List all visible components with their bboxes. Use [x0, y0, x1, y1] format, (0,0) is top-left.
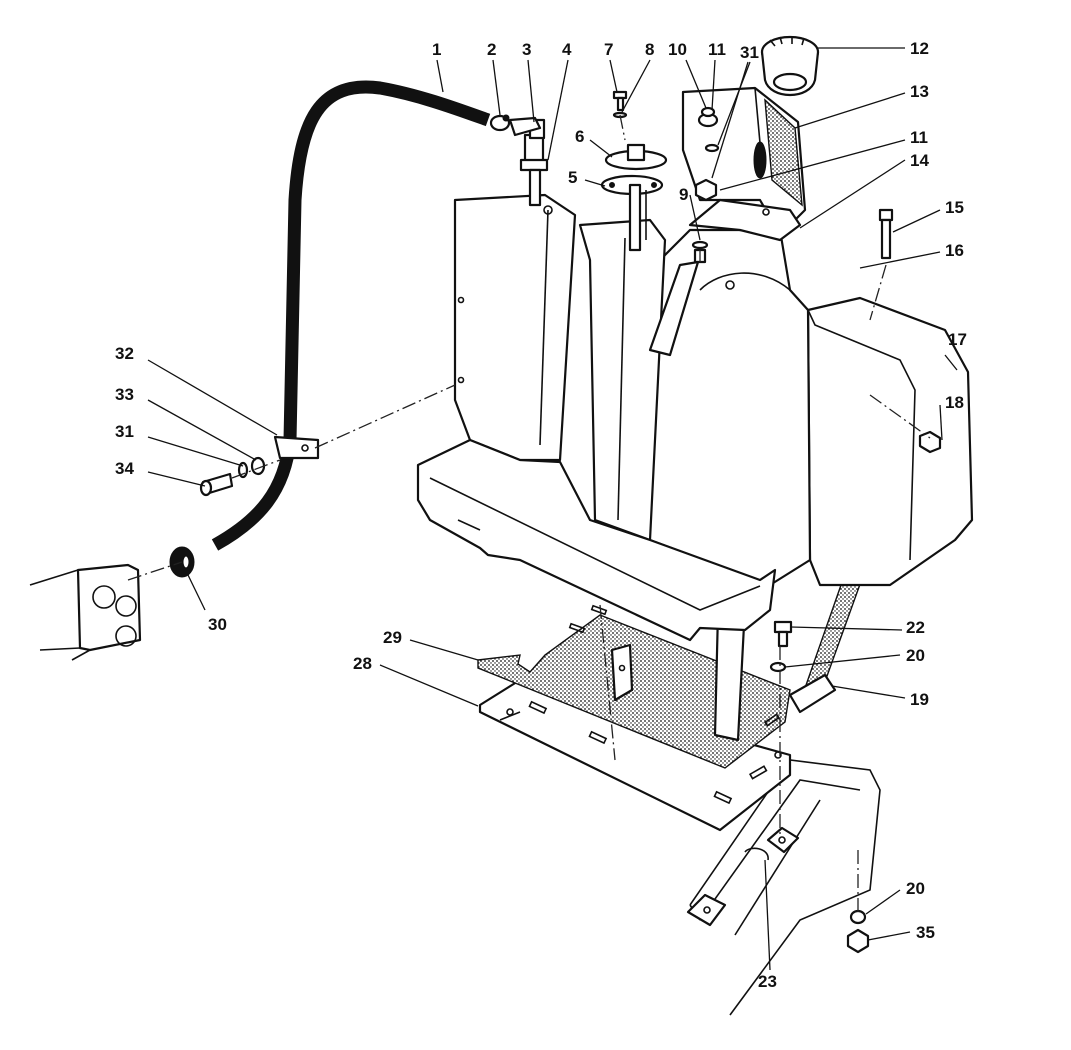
callout-15: 15: [945, 198, 964, 217]
fuel-tank: [416, 193, 974, 642]
fuel-pickup-fitting: [519, 118, 549, 207]
callout-18: 18: [945, 393, 964, 412]
callout-9: 9: [679, 185, 688, 204]
callout-2: 2: [487, 40, 496, 59]
gas-cap: [760, 35, 820, 97]
callout-20-upper: 20: [906, 646, 925, 665]
callout-33: 33: [115, 385, 134, 404]
callout-20-lower: 20: [906, 879, 925, 898]
callout-16: 16: [945, 241, 964, 260]
bulkhead-panel: [29, 561, 183, 661]
callout-4: 4: [562, 40, 572, 59]
hose-clip: [273, 435, 320, 460]
callout-12: 12: [910, 39, 929, 58]
callout-28: 28: [353, 654, 372, 673]
hose-clamp: [489, 114, 511, 132]
gasket-pad: [477, 604, 791, 769]
callout-34: 34: [115, 459, 134, 478]
callout-14: 14: [910, 151, 929, 170]
callout-22: 22: [906, 618, 925, 637]
callout-11-right: 11: [910, 128, 928, 147]
filler-neck-bracket: [681, 86, 807, 242]
leader-lines: [147, 47, 958, 971]
callout-29: 29: [383, 628, 402, 647]
callout-31-top: 31: [740, 43, 759, 62]
callout-5: 5: [568, 168, 577, 187]
strap-clip: [610, 643, 634, 702]
elbow-fitting: [508, 116, 542, 137]
chassis-frame: [686, 759, 881, 1016]
assembly-center-lines: [231, 114, 931, 912]
callout-6: 6: [575, 127, 584, 146]
callout-31-left: 31: [115, 422, 134, 441]
callout-labels: 1 2 3 4 7 8 6 5 10 11 31 12 13 11 14 15 …: [115, 39, 967, 991]
callout-11-top: 11: [708, 40, 726, 59]
callout-1: 1: [432, 40, 441, 59]
callout-10: 10: [668, 40, 687, 59]
callout-19: 19: [910, 690, 929, 709]
callout-13: 13: [910, 82, 929, 101]
callout-8: 8: [645, 40, 654, 59]
callout-7: 7: [604, 40, 613, 59]
callout-30: 30: [208, 615, 227, 634]
callout-35: 35: [916, 923, 935, 942]
callout-32: 32: [115, 344, 134, 363]
callout-17: 17: [948, 330, 967, 349]
callout-23: 23: [758, 972, 777, 991]
callout-3: 3: [522, 40, 531, 59]
fuel-sender: [600, 143, 668, 252]
hardware: [199, 90, 942, 954]
